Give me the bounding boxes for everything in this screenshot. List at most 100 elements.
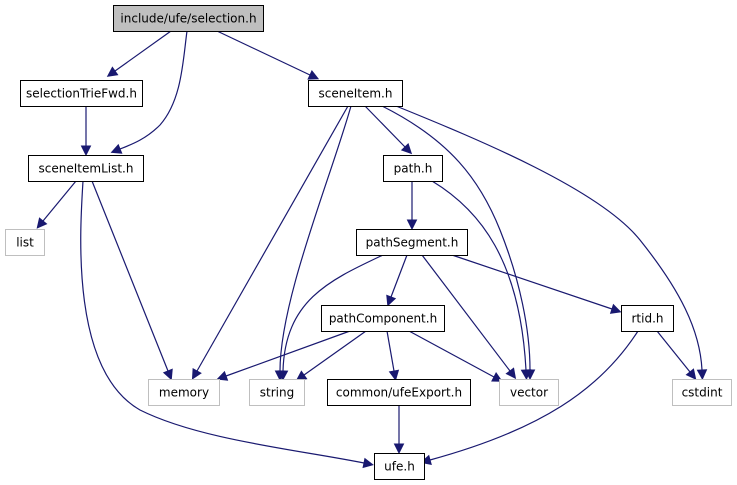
node-box: [621, 305, 674, 332]
arrow-head-icon: [80, 145, 92, 157]
node-sceneItem[interactable]: sceneItem.h: [308, 80, 403, 107]
node-label: sceneItemList.h: [39, 162, 134, 176]
node-label: pathSegment.h: [366, 236, 459, 250]
edge-line: [408, 330, 495, 378]
edge-sceneItem-to-path: [364, 105, 413, 155]
node-box: [374, 453, 425, 480]
arrow-head-icon: [162, 368, 173, 381]
node-label: include/ufe/selection.h: [120, 12, 256, 26]
node-box: [5, 229, 45, 256]
edge-sceneItemList-to-memory: [91, 180, 173, 381]
node-label: path.h: [394, 162, 433, 176]
arrow-head-icon: [520, 369, 532, 381]
edge-line: [42, 180, 77, 222]
node-rtid[interactable]: rtid.h: [621, 305, 674, 332]
arrow-head-icon: [106, 66, 119, 77]
node-box: [20, 80, 143, 107]
node-box: [499, 379, 559, 406]
arrow-head-icon: [685, 368, 697, 380]
edge-line: [216, 30, 311, 76]
edge-path-to-pathSegment: [406, 181, 418, 231]
arrow-head-icon: [191, 367, 202, 380]
edge-rtid-to-cstdint: [656, 330, 697, 380]
edge-pathComponent-to-vector: [408, 330, 503, 382]
edge-line: [91, 180, 169, 372]
node-label: rtid.h: [631, 312, 663, 326]
node-cstdint: cstdint: [672, 379, 732, 406]
node-list: list: [5, 229, 45, 256]
node-box: [356, 229, 468, 256]
edge-sceneItemList-to-list: [36, 180, 77, 229]
arrow-head-icon: [393, 443, 405, 455]
node-path[interactable]: path.h: [383, 155, 443, 182]
edge-selectionTrieFwd-to-sceneItemList: [80, 106, 92, 157]
edge-ufeExport-to-ufe: [393, 405, 405, 455]
node-sceneItemList[interactable]: sceneItemList.h: [28, 155, 144, 182]
node-memory: memory: [148, 379, 220, 406]
edge-line: [119, 30, 188, 150]
edge-pathSegment-to-vector: [421, 254, 517, 380]
node-ufe[interactable]: ufe.h: [374, 453, 425, 480]
edge-pathComponent-to-memory: [216, 330, 351, 381]
edge-pathSegment-to-rtid: [451, 254, 622, 314]
node-box: [113, 5, 264, 32]
edge-line: [279, 105, 352, 372]
edge-pathSegment-to-string: [277, 254, 384, 382]
node-pathComponent[interactable]: pathComponent.h: [321, 305, 445, 332]
arrow-head-icon: [110, 143, 123, 154]
node-label: selectionTrieFwd.h: [26, 87, 137, 101]
node-label: list: [16, 236, 34, 250]
edge-line: [390, 254, 408, 298]
node-selection[interactable]: include/ufe/selection.h: [113, 5, 264, 32]
edge-line: [395, 105, 703, 371]
edge-sceneItem-to-string: [274, 105, 352, 382]
node-vector: vector: [499, 379, 559, 406]
node-pathSegment[interactable]: pathSegment.h: [356, 229, 468, 256]
arrow-head-icon: [307, 69, 320, 80]
node-label: memory: [159, 386, 209, 400]
arrow-head-icon: [216, 370, 229, 381]
node-box: [383, 155, 443, 182]
node-selectionTrieFwd[interactable]: selectionTrieFwd.h: [20, 80, 143, 107]
node-label: cstdint: [682, 386, 723, 400]
arrow-head-icon: [696, 369, 708, 381]
edge-line: [429, 330, 639, 461]
node-box: [327, 379, 471, 406]
edge-line: [282, 254, 384, 372]
node-label: string: [260, 386, 294, 400]
edge-line: [80, 180, 365, 464]
edge-line: [656, 330, 691, 373]
arrow-head-icon: [400, 142, 413, 155]
node-box: [249, 379, 305, 406]
node-label: pathComponent.h: [329, 312, 437, 326]
nodes-layer: include/ufe/selection.h selectionTrieFwd.…: [5, 5, 732, 480]
edge-selection-to-sceneItem: [216, 30, 320, 80]
edge-line: [114, 30, 172, 72]
edge-sceneItem-to-cstdint: [395, 105, 708, 381]
node-box: [672, 379, 732, 406]
node-box: [148, 379, 220, 406]
arrow-head-icon: [36, 217, 48, 229]
edge-path-to-vector: [431, 180, 532, 381]
node-box: [28, 155, 144, 182]
arrow-head-icon: [277, 370, 289, 382]
edge-line: [421, 254, 511, 372]
edges-layer: [36, 30, 708, 469]
node-label: ufe.h: [384, 460, 415, 474]
node-ufeExport[interactable]: common/ufeExport.h: [327, 379, 471, 406]
arrow-head-icon: [386, 294, 397, 307]
node-box: [321, 305, 445, 332]
node-string: string: [249, 379, 305, 406]
node-label: common/ufeExport.h: [336, 386, 462, 400]
edge-line: [303, 330, 367, 376]
edge-line: [431, 180, 527, 371]
edge-sceneItemList-to-ufe: [80, 180, 374, 469]
edge-line: [451, 254, 613, 310]
node-box: [308, 80, 403, 107]
node-label: sceneItem.h: [319, 87, 393, 101]
node-label: vector: [510, 386, 548, 400]
edge-line: [386, 330, 395, 372]
edge-line: [225, 330, 351, 377]
edge-pathSegment-to-pathComponent: [386, 254, 408, 307]
